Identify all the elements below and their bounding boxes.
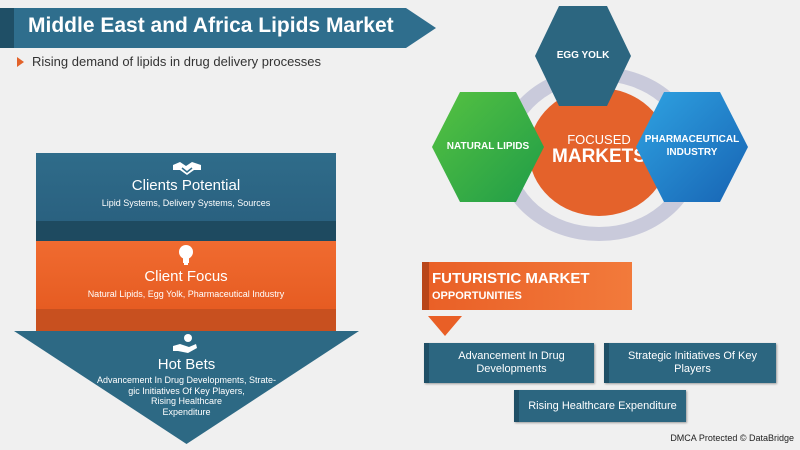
- lightbulb-icon: [179, 245, 193, 265]
- hot-bets-line: Advancement In Drug Developments, Strate…: [96, 375, 277, 385]
- hot-bets-line: Rising Healthcare: [150, 396, 223, 406]
- client-focus-details: Natural Lipids, Egg Yolk, Pharmaceutical…: [87, 289, 285, 299]
- opportunity-strategic-initiatives: Strategic Initiatives Of Key Players: [604, 343, 776, 383]
- pharmaceutical-industry-hexagon: PHARMACEUTICAL INDUSTRY: [636, 92, 748, 202]
- hot-bets-line: Expenditure: [162, 406, 211, 417]
- pharmaceutical-label-line1: PHARMACEUTICAL: [644, 134, 740, 145]
- hot-bets-title: Hot Bets: [157, 356, 216, 373]
- title-banner: [0, 8, 436, 48]
- markets-label: MARKETS: [552, 146, 646, 167]
- hot-bets-line: gic Initiatives Of Key Players,: [128, 385, 245, 396]
- opportunity-healthcare-expenditure: Rising Healthcare Expenditure: [514, 390, 686, 422]
- pharmaceutical-label-line2: INDUSTRY: [666, 147, 718, 158]
- opportunity-drug-developments: Advancement In Drug Developments: [424, 343, 594, 383]
- futuristic-subtitle: OPPORTUNITIES: [432, 290, 522, 302]
- clients-potential-title: Clients Potential: [131, 177, 241, 194]
- clients-potential-details: Lipid Systems, Delivery Systems, Sources: [101, 198, 271, 208]
- handshake-icon: [173, 162, 201, 175]
- client-focus-panel: Client Focus Natural Lipids, Egg Yolk, P…: [36, 241, 336, 309]
- futuristic-opportunities-banner: [422, 262, 632, 310]
- page-title: Middle East and Africa Lipids Market: [28, 14, 394, 37]
- credit-text: DMCA Protected © DataBridge: [670, 433, 794, 443]
- egg-yolk-label: EGG YOLK: [556, 50, 610, 61]
- hot-bets-details: Advancement In Drug Developments, Strate…: [14, 375, 359, 417]
- funnel-fold: [36, 221, 336, 241]
- focused-label: FOCUSED: [567, 132, 631, 147]
- futuristic-title: FUTURISTIC MARKET: [432, 270, 590, 287]
- clients-potential-panel: Clients Potential Lipid Systems, Deliver…: [36, 153, 336, 221]
- down-arrow-icon: [428, 316, 462, 336]
- bullet-triangle-icon: [17, 57, 24, 67]
- page-subtitle: Rising demand of lipids in drug delivery…: [32, 54, 322, 69]
- client-focus-title: Client Focus: [144, 268, 228, 285]
- hand-coins-icon: [173, 334, 197, 353]
- natural-lipids-label: NATURAL LIPIDS: [446, 141, 530, 152]
- funnel-fold: [36, 309, 336, 331]
